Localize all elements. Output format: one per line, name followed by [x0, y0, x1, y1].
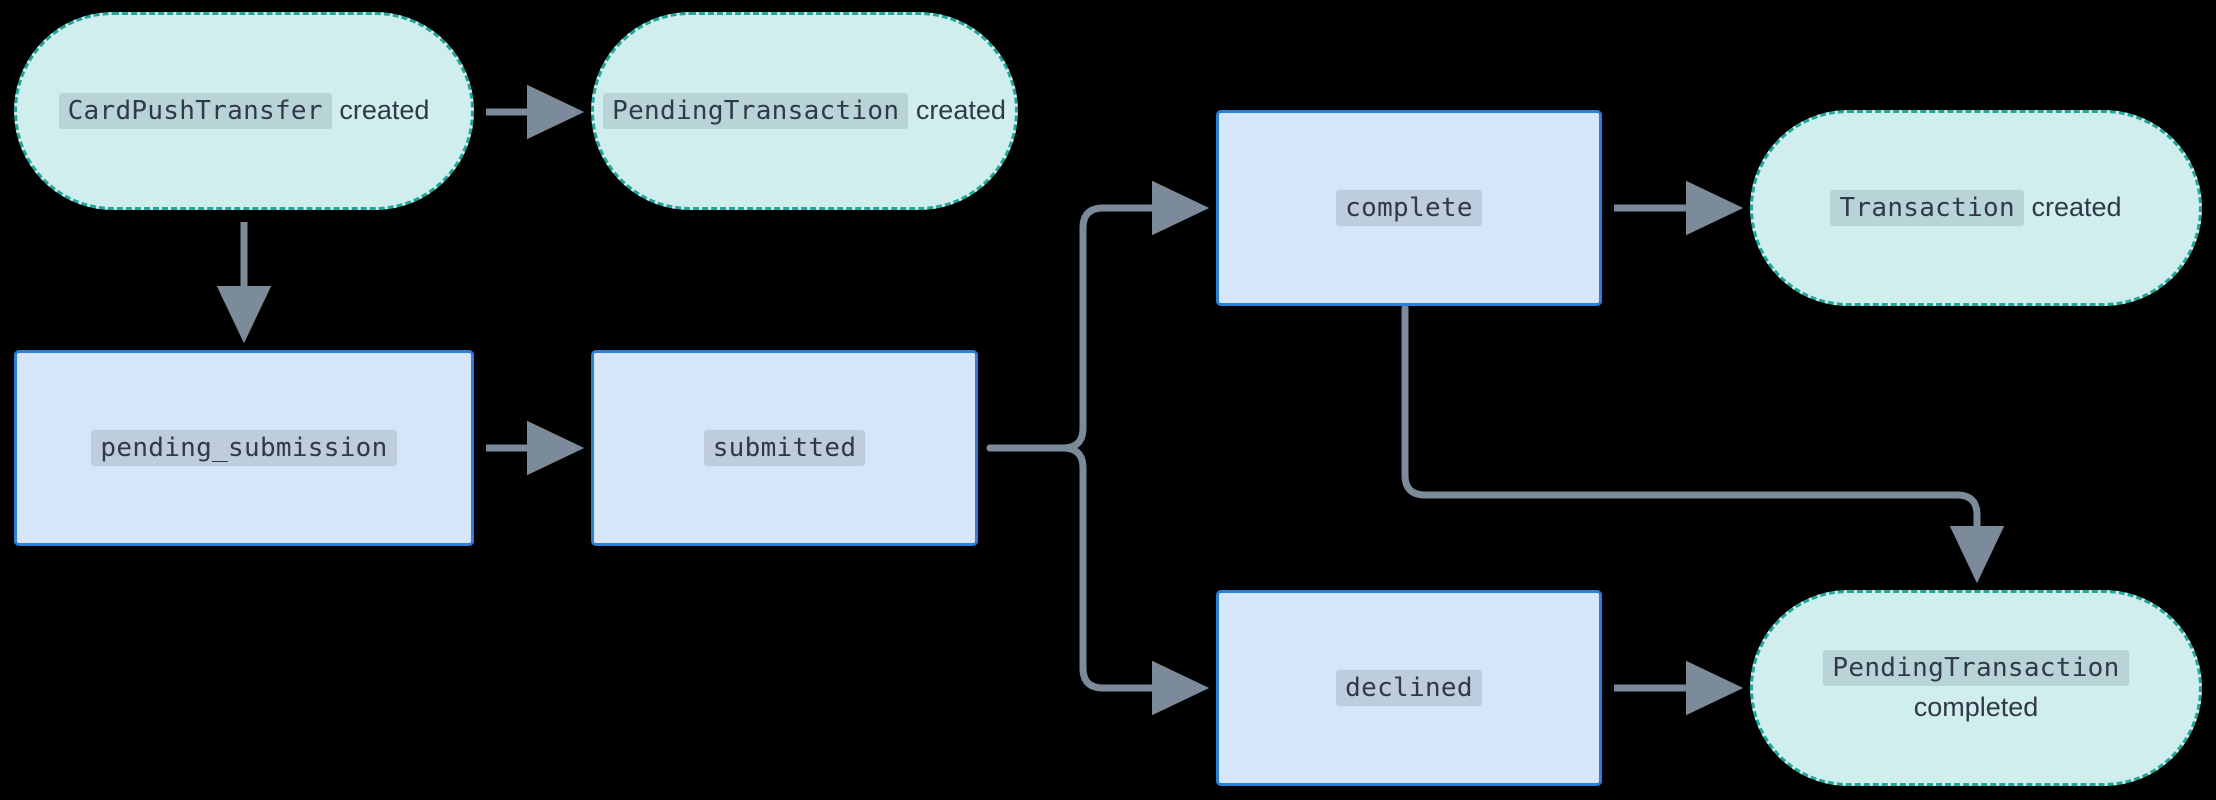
node-label: PendingTransaction completed: [1809, 650, 2142, 725]
node-label: CardPushTransfer created: [45, 93, 444, 130]
node-suffix-text: created: [915, 95, 1006, 126]
node-label: submitted: [690, 430, 880, 467]
node-code-token: pending_submission: [91, 430, 397, 467]
node-code-token: complete: [1336, 190, 1482, 227]
node-label: PendingTransaction created: [589, 93, 1020, 130]
line-break: [1823, 686, 2128, 690]
edge-submitted-to-complete: [986, 180, 1210, 452]
node-pending-transaction-created[interactable]: PendingTransaction created: [591, 12, 1018, 210]
node-submitted[interactable]: submitted: [591, 350, 978, 546]
node-code-token: Transaction: [1830, 190, 2024, 227]
node-label: declined: [1322, 670, 1496, 707]
node-complete[interactable]: complete: [1216, 110, 1602, 306]
node-card-push-transfer-created[interactable]: CardPushTransfer created: [14, 12, 474, 210]
node-code-token: declined: [1336, 670, 1482, 707]
node-pending-submission[interactable]: pending_submission: [14, 350, 474, 546]
node-suffix-text: completed: [1913, 692, 2039, 722]
node-declined[interactable]: declined: [1216, 590, 1602, 786]
node-transaction-created[interactable]: Transaction created: [1750, 110, 2202, 306]
node-text: [908, 95, 916, 125]
node-pending-transaction-completed[interactable]: PendingTransaction completed: [1750, 590, 2202, 786]
node-code-token: submitted: [703, 430, 866, 467]
node-suffix-text: created: [2031, 192, 2122, 223]
node-label: pending_submission: [77, 430, 410, 467]
node-label: Transaction created: [1816, 190, 2135, 227]
edge-complete-to-pending-transaction-completed: [1401, 304, 2005, 584]
node-label: complete: [1322, 190, 1496, 227]
node-suffix-text: created: [339, 95, 430, 126]
node-code-token: PendingTransaction: [1823, 650, 2129, 687]
node-code-token: CardPushTransfer: [58, 93, 332, 130]
node-code-token: PendingTransaction: [603, 93, 909, 130]
edge-submitted-to-declined: [986, 444, 1210, 716]
